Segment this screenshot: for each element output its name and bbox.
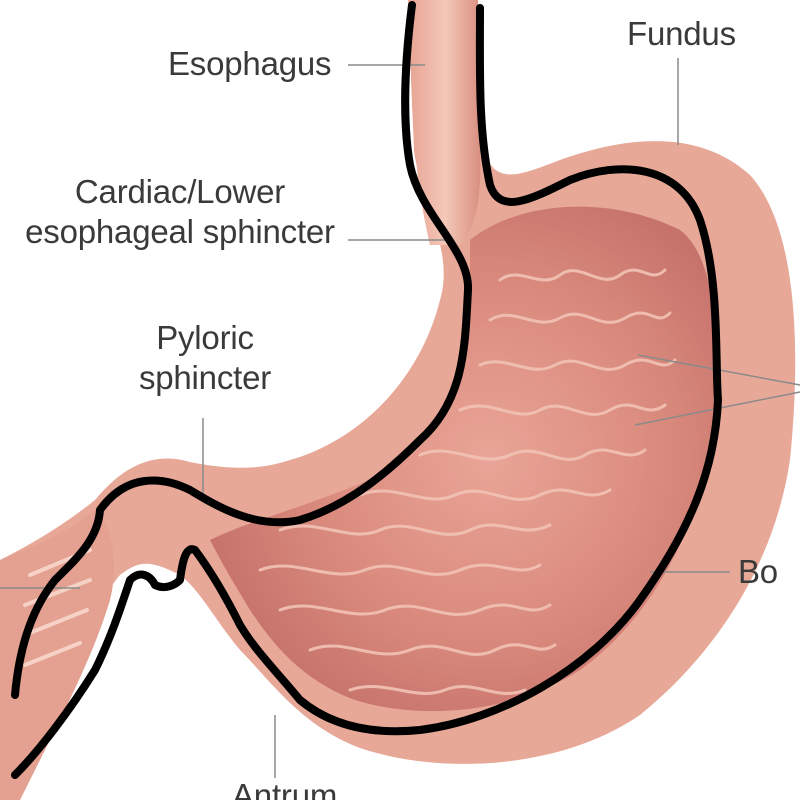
pyloric-sphincter-label-line1: Pyloric	[156, 319, 254, 356]
rugae-folds	[258, 268, 677, 695]
stomach-lumen	[210, 206, 717, 712]
stomach-outline-trace-lower	[11, 4, 722, 779]
esophagus-tube	[410, 0, 481, 245]
fundus-label: Fundus	[627, 15, 736, 52]
cardiac-sphincter-label-line2: esophageal sphincter	[25, 212, 335, 250]
stomach-outline-trace	[11, 1, 473, 699]
cardiac-sphincter-label: Cardiac/Lower esophageal sphincter	[10, 172, 350, 251]
cardiac-sphincter-label-line1: Cardiac/Lower	[74, 173, 286, 210]
pyloric-sphincter-label: Pyloric sphincter	[110, 318, 300, 397]
pyloric-sphincter-label-line2: sphincter	[138, 358, 272, 396]
body-label: Bo	[738, 553, 778, 590]
antrum-label: Antrum	[232, 777, 338, 800]
esophagus-label: Esophagus	[168, 45, 332, 82]
